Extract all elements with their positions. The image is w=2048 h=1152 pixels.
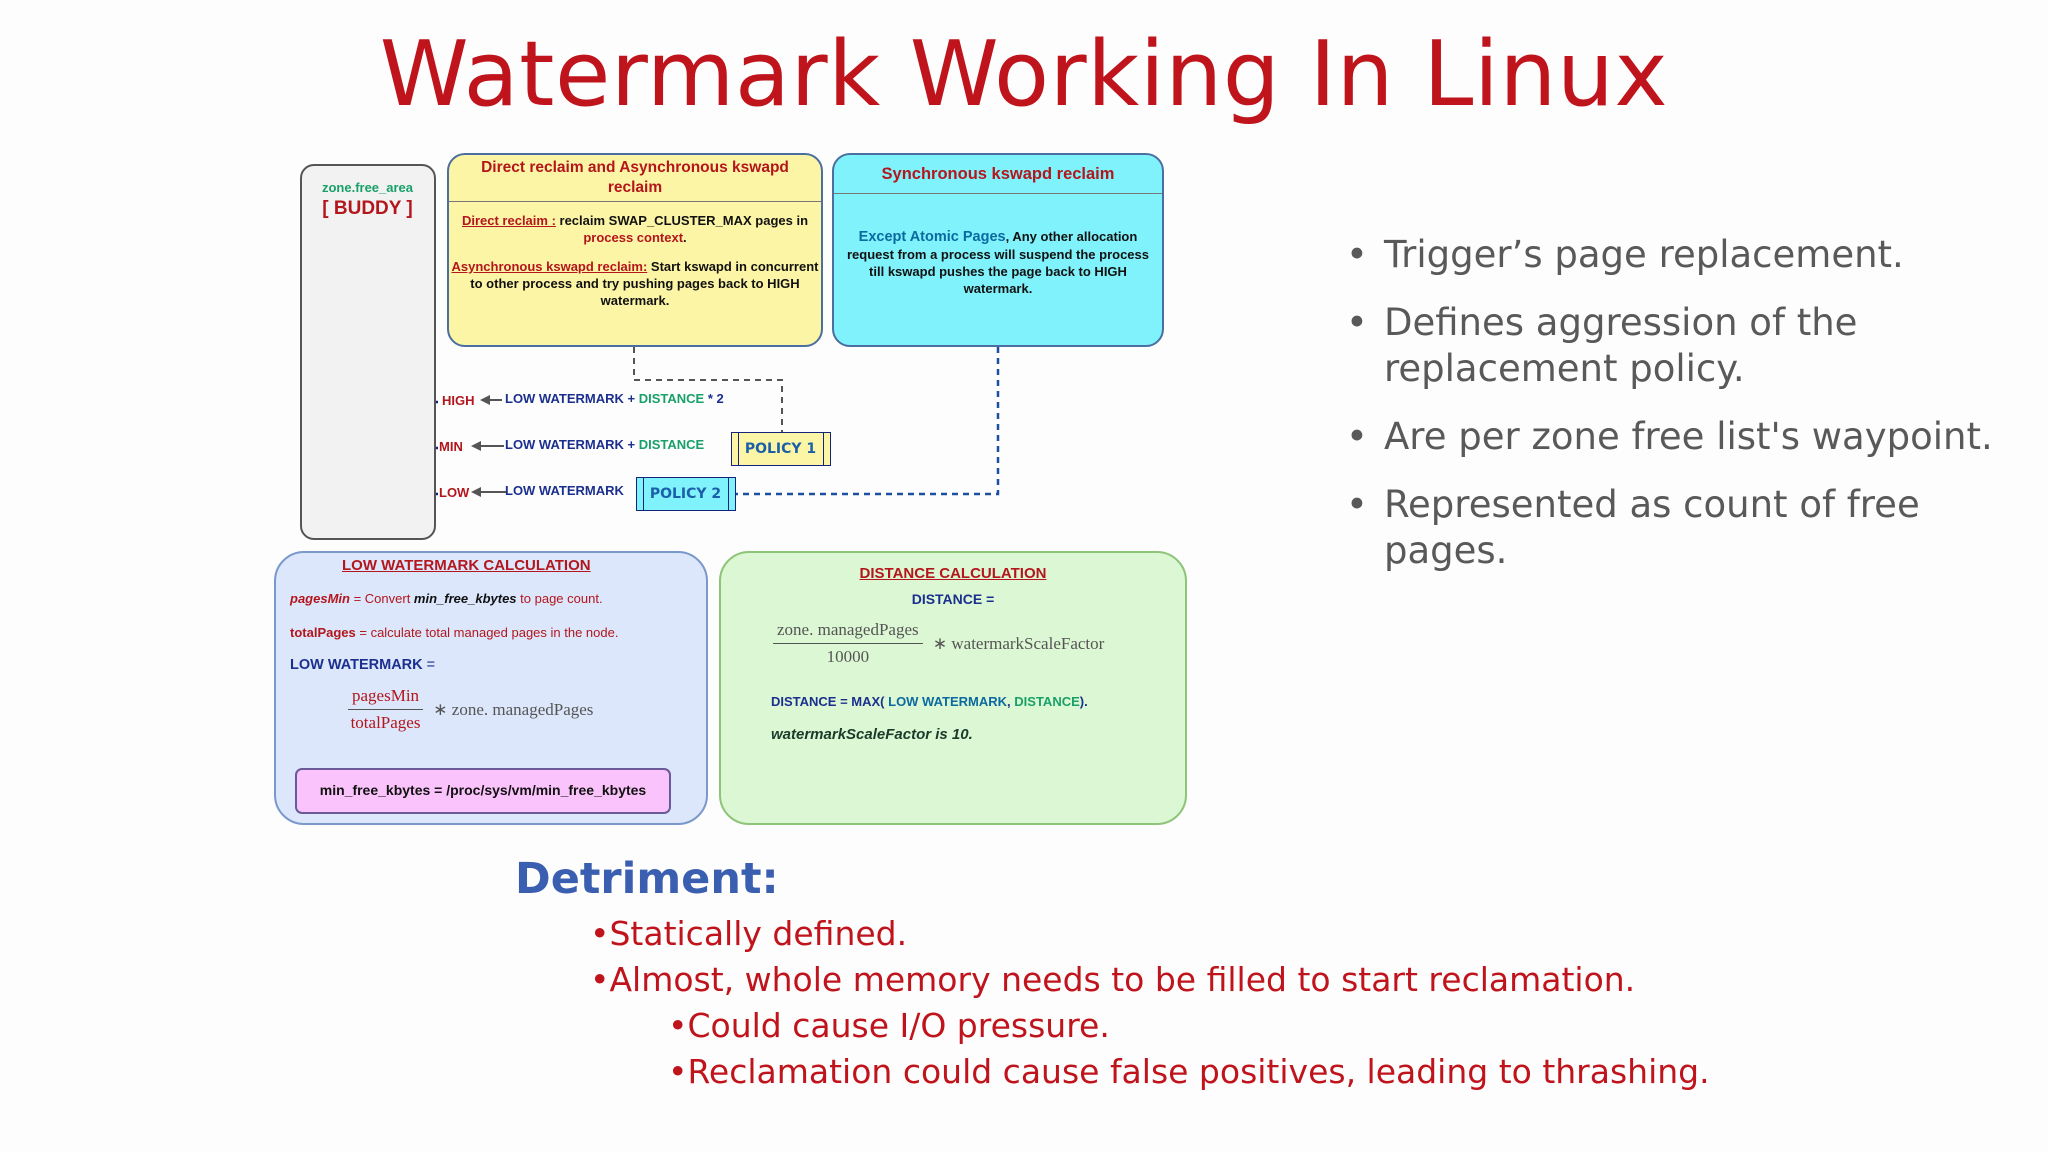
pagesmin-text: = Convert [349, 591, 414, 606]
detriment-subitem: •Could cause I/O pressure. [668, 1006, 1110, 1045]
async-reclaim-text: Asynchronous kswapd reclaim: Start kswap… [449, 246, 821, 309]
min-expr-plus: + [623, 437, 639, 452]
scale-factor-note: watermarkScaleFactor is 10. [771, 726, 973, 743]
totalpages-label: totalPages [290, 625, 356, 640]
bullet-item: •Are per zone free list's waypoint. [1346, 415, 1993, 458]
low-watermark-eq: LOW WATERMARK = [290, 657, 435, 673]
detriment-item: •Almost, whole memory needs to be filled… [590, 960, 1636, 999]
distance-calc-box: DISTANCE CALCULATION DISTANCE = zone. ma… [719, 551, 1187, 825]
distance-den: 10000 [826, 647, 870, 666]
process-context-text: process context [583, 230, 684, 245]
lw-eq: = [422, 657, 436, 673]
pagesmin-end: to page count. [516, 591, 603, 606]
policy-1-label: POLICY 1 [744, 441, 817, 457]
high-expr-plus: + [623, 391, 639, 406]
totalpages-text: = calculate total managed pages in the n… [355, 625, 619, 640]
high-expr-times: * 2 [704, 391, 724, 406]
low-watermark-calc-box: LOW WATERMARK CALCULATION pagesMin = Con… [274, 551, 708, 825]
distance-eq: DISTANCE = [911, 591, 995, 607]
high-label: HIGH [442, 393, 475, 408]
sync-reclaim-title: Synchronous kswapd reclaim [881, 165, 1115, 183]
min-arrow-icon [471, 441, 481, 451]
max-end: ). [1079, 694, 1088, 709]
policy1-connector [633, 347, 783, 432]
direct-reclaim-box: Direct reclaim and Asynchronous kswapd r… [447, 153, 823, 347]
distance-calc-title: DISTANCE CALCULATION [859, 565, 1047, 582]
min-free-kbytes-box: min_free_kbytes = /proc/sys/vm/min_free_… [295, 768, 671, 814]
direct-reclaim-desc: reclaim SWAP_CLUSTER_MAX pages in [555, 213, 809, 228]
async-reclaim-label: Asynchronous kswapd reclaim: [451, 259, 648, 274]
low-arrow-icon [471, 487, 481, 497]
policy-1-box: POLICY 1 [731, 432, 831, 466]
low-formula-num: pagesMin [348, 686, 424, 710]
detriment-item: •Statically defined. [590, 914, 908, 953]
bullet-text: Represented as count of free pages. [1384, 483, 1920, 572]
max-distance: DISTANCE [1014, 694, 1080, 709]
lw-label: LOW WATERMARK [290, 657, 423, 673]
high-arrow-icon [480, 395, 490, 405]
direct-reclaim-title: Direct reclaim and Asynchronous kswapd r… [481, 159, 789, 196]
async-reclaim-desc: Start kswapd in concurrent to other proc… [470, 259, 819, 308]
min-expr-distance: DISTANCE [638, 437, 705, 452]
bullet-text: Defines aggression of the replacement po… [1384, 301, 1858, 390]
high-expr-low: LOW WATERMARK [505, 391, 624, 406]
distance-fraction: zone. managedPages 10000 [773, 620, 923, 667]
high-expression: LOW WATERMARK + DISTANCE * 2 [505, 391, 724, 406]
sync-reclaim-desc: , Any other allocation request from a pr… [847, 229, 1149, 296]
direct-reclaim-label: Direct reclaim : [461, 213, 556, 228]
direct-reclaim-period: . [683, 230, 687, 245]
totalpages-line: totalPages = calculate total managed pag… [290, 625, 618, 640]
distance-formula: zone. managedPages 10000 ∗ watermarkScal… [773, 620, 1104, 667]
policy-2-label: POLICY 2 [649, 486, 722, 502]
direct-reclaim-text: Direct reclaim : reclaim SWAP_CLUSTER_MA… [449, 202, 821, 246]
sync-reclaim-text: Except Atomic Pages, Any other allocatio… [834, 194, 1162, 297]
min-expr-low: LOW WATERMARK [505, 437, 624, 452]
low-watermark-formula: pagesMin totalPages ∗ zone. managedPages [348, 686, 593, 733]
pagesmin-label: pagesMin [290, 591, 350, 606]
low-formula-den: totalPages [350, 713, 421, 732]
min-expression: LOW WATERMARK + DISTANCE [505, 437, 704, 452]
min-label: MIN [439, 439, 463, 454]
detriment-heading: Detriment: [515, 854, 779, 904]
slide-title: Watermark Working In Linux [379, 22, 1669, 127]
distance-num: zone. managedPages [773, 620, 923, 644]
atomic-pages-text: Except Atomic Pages [858, 229, 1006, 245]
buddy-label: [ BUDDY ] [322, 198, 413, 219]
buddy-column: zone.free_area [ BUDDY ] [300, 164, 436, 540]
pagesmin-var: min_free_kbytes [413, 591, 517, 606]
low-formula-mult: ∗ zone. managedPages [433, 699, 594, 719]
max-low: LOW WATERMARK [884, 694, 1008, 709]
bullet-text: Are per zone free list's waypoint. [1384, 415, 1993, 458]
high-expr-distance: DISTANCE [638, 391, 705, 406]
policy2-connector [736, 347, 1000, 496]
low-label: LOW [439, 485, 470, 500]
low-calc-title: LOW WATERMARK CALCULATION [342, 557, 591, 574]
policy-2-box: POLICY 2 [636, 477, 736, 511]
low-expression: LOW WATERMARK [505, 483, 624, 498]
max-a: DISTANCE = MAX( [771, 694, 885, 709]
bullet-item: •Trigger’s page replacement. [1346, 233, 1904, 276]
bullet-text: Trigger’s page replacement. [1384, 233, 1904, 276]
low-formula-fraction: pagesMin totalPages [348, 686, 424, 733]
free-area-label: zone.free_area [321, 180, 414, 195]
bullet-item: •Defines aggression of the replacement p… [1346, 301, 1858, 390]
pagesmin-line: pagesMin = Convert min_free_kbytes to pa… [290, 591, 603, 606]
bullet-item: •Represented as count of free pages. [1346, 483, 1920, 572]
distance-mult: ∗ watermarkScaleFactor [932, 633, 1105, 653]
distance-max-line: DISTANCE = MAX( LOW WATERMARK, DISTANCE)… [771, 694, 1088, 709]
detriment-subitem: •Reclamation could cause false positives… [668, 1052, 1710, 1091]
min-free-kbytes-path: min_free_kbytes = /proc/sys/vm/min_free_… [319, 782, 647, 798]
max-comma: , [1007, 694, 1015, 709]
sync-reclaim-box: Synchronous kswapd reclaim Except Atomic… [832, 153, 1164, 347]
